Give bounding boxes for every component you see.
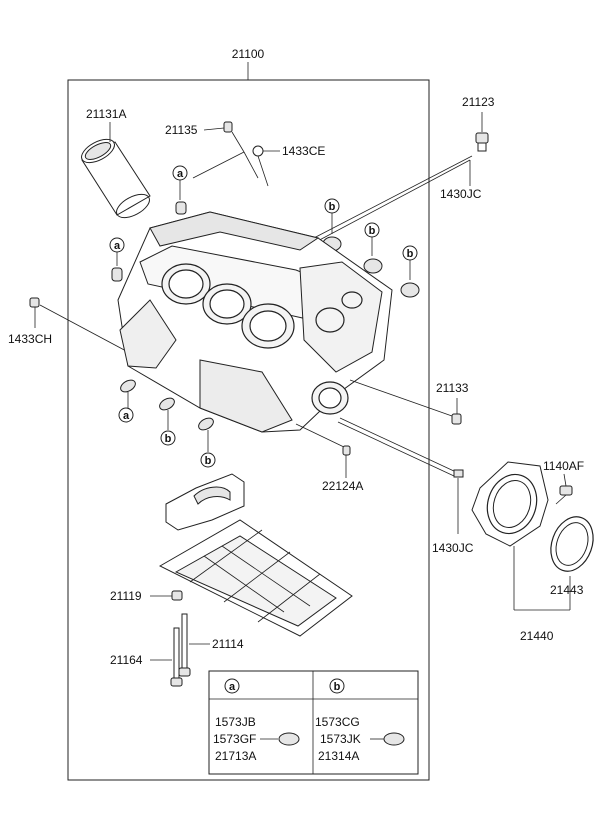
bolt-21164	[170, 627, 183, 687]
rear-oil-seal-21443	[550, 516, 594, 572]
dowel-21119	[171, 590, 183, 601]
svg-text:b: b	[369, 225, 376, 237]
label-21119: 21119	[110, 589, 142, 603]
legend-a-plug-icon	[278, 732, 300, 746]
ladder-frame	[158, 519, 353, 637]
label-21100: 21100	[232, 47, 265, 61]
legend-b-line-3: 21314A	[318, 749, 359, 763]
callout-b-4	[160, 430, 176, 446]
svg-text:a: a	[114, 240, 121, 252]
rear-oil-seal-case-21440	[471, 461, 549, 547]
label-21135: 21135	[165, 123, 198, 137]
callout-b-5	[200, 452, 216, 468]
label-22124a: 22124A	[322, 479, 363, 493]
svg-text:b: b	[329, 201, 336, 213]
assembly-frame	[67, 79, 430, 781]
plug-1433ce	[252, 145, 264, 157]
label-21123: 21123	[462, 95, 495, 109]
label-21114: 21114	[212, 637, 244, 651]
svg-text:b: b	[334, 681, 341, 693]
pin-22124a	[342, 445, 351, 456]
svg-text:a: a	[229, 681, 236, 693]
label-21164: 21164	[110, 653, 143, 667]
svg-text:b: b	[407, 248, 414, 260]
cylinder-liner-part	[81, 138, 151, 219]
drain-plug-21123	[475, 132, 489, 152]
dowel-pin-21135	[223, 121, 233, 133]
plug-21133	[451, 413, 462, 425]
legend-callout-b	[329, 678, 345, 694]
bolt-21114	[178, 613, 191, 677]
svg-text:a: a	[177, 168, 184, 180]
callout-a-bottom	[118, 407, 134, 423]
legend-b-line-1: 1573CG	[315, 715, 360, 729]
bearing-cap	[165, 473, 245, 531]
legend-a-line-3: 21713A	[215, 749, 256, 763]
legend-b-plug-icon	[383, 732, 405, 746]
label-1430jc-top: 1430JC	[440, 187, 482, 201]
label-1433ce: 1433CE	[282, 144, 325, 158]
label-1140af: 1140AF	[543, 459, 584, 473]
label-1430jc-bottom: 1430JC	[432, 541, 474, 555]
label-21443: 21443	[550, 583, 584, 597]
legend-a-line-1: 1573JB	[215, 715, 256, 729]
bolt-1140af	[555, 485, 573, 505]
svg-text:b: b	[165, 433, 172, 445]
plug-1433ch	[29, 297, 40, 308]
label-21133: 21133	[436, 381, 469, 395]
label-21131a: 21131A	[86, 107, 126, 121]
legend-a-line-2: 1573GF	[213, 732, 256, 746]
legend-table: a b 1573JB 1573GF 21713A 1573CG 1573JK 2…	[208, 670, 419, 775]
legend-b-line-2: 1573JK	[320, 732, 361, 746]
svg-text:a: a	[123, 410, 130, 422]
cylinder-block-21100	[117, 211, 393, 433]
svg-text:b: b	[205, 455, 212, 467]
legend-callout-a	[224, 678, 240, 694]
label-21440: 21440	[520, 629, 554, 643]
label-1433ch: 1433CH	[8, 332, 52, 346]
